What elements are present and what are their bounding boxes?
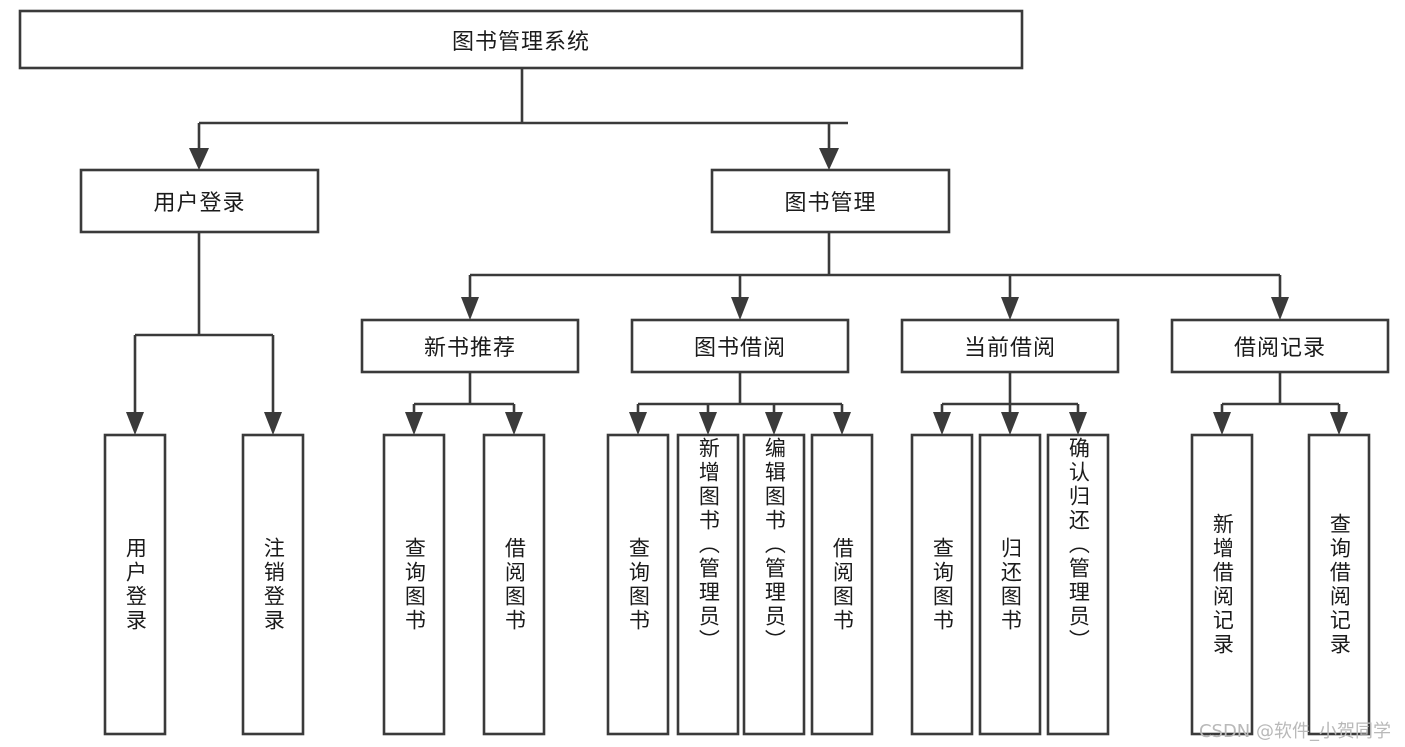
- node-leaf-new-book-1-box[interactable]: [382, 433, 446, 736]
- node-current-borrow-box[interactable]: [900, 318, 1120, 374]
- arrow-to-current-borrow-icon: [1001, 297, 1019, 320]
- arrow-to-new-book-icon: [461, 297, 479, 320]
- arrow-user-login-leaf-1-icon: [126, 412, 144, 435]
- node-leaf-current-borrow-3-box[interactable]: [1046, 433, 1110, 736]
- node-leaf-current-borrow-2-box[interactable]: [978, 433, 1042, 736]
- arrow-to-book-borrow-icon: [731, 297, 749, 320]
- arrow-new-book-leaf-1-icon: [405, 412, 423, 435]
- arrow-current-borrow-leaf-2-icon: [1001, 412, 1019, 435]
- arrow-to-borrow-record-icon: [1271, 297, 1289, 320]
- node-leaf-new-book-2-box[interactable]: [482, 433, 546, 736]
- arrow-current-borrow-leaf-1-icon: [933, 412, 951, 435]
- arrow-to-book-mgmt-icon: [819, 148, 839, 170]
- arrow-new-book-leaf-2-icon: [505, 412, 523, 435]
- node-leaf-book-borrow-3-box[interactable]: [742, 433, 806, 736]
- node-book-borrow-box[interactable]: [630, 318, 850, 374]
- node-leaf-borrow-record-2-box[interactable]: [1307, 433, 1371, 736]
- node-leaf-book-borrow-4-box[interactable]: [810, 433, 874, 736]
- arrow-borrow-record-leaf-2-icon: [1330, 412, 1348, 435]
- node-leaf-user-login-1-box[interactable]: [103, 433, 167, 736]
- arrow-to-user-login-icon: [189, 148, 209, 170]
- arrow-book-borrow-leaf-1-icon: [629, 412, 647, 435]
- arrow-borrow-record-leaf-1-icon: [1213, 412, 1231, 435]
- node-leaf-borrow-record-1-box[interactable]: [1190, 433, 1254, 736]
- arrow-book-borrow-leaf-2-icon: [699, 412, 717, 435]
- arrow-user-login-leaf-2-icon: [264, 412, 282, 435]
- arrow-book-borrow-leaf-3-icon: [765, 412, 783, 435]
- node-borrow-record-box[interactable]: [1170, 318, 1390, 374]
- node-book-mgmt-box[interactable]: [710, 168, 951, 234]
- node-leaf-current-borrow-1-box[interactable]: [910, 433, 974, 736]
- node-user-login-box[interactable]: [79, 168, 320, 234]
- node-leaf-user-login-2-box[interactable]: [241, 433, 305, 736]
- arrow-current-borrow-leaf-3-icon: [1069, 412, 1087, 435]
- node-root-box[interactable]: [18, 9, 1024, 70]
- node-leaf-book-borrow-1-box[interactable]: [606, 433, 670, 736]
- node-new-book-recommend-box[interactable]: [360, 318, 580, 374]
- node-leaf-book-borrow-2-box[interactable]: [676, 433, 740, 736]
- arrow-book-borrow-leaf-4-icon: [833, 412, 851, 435]
